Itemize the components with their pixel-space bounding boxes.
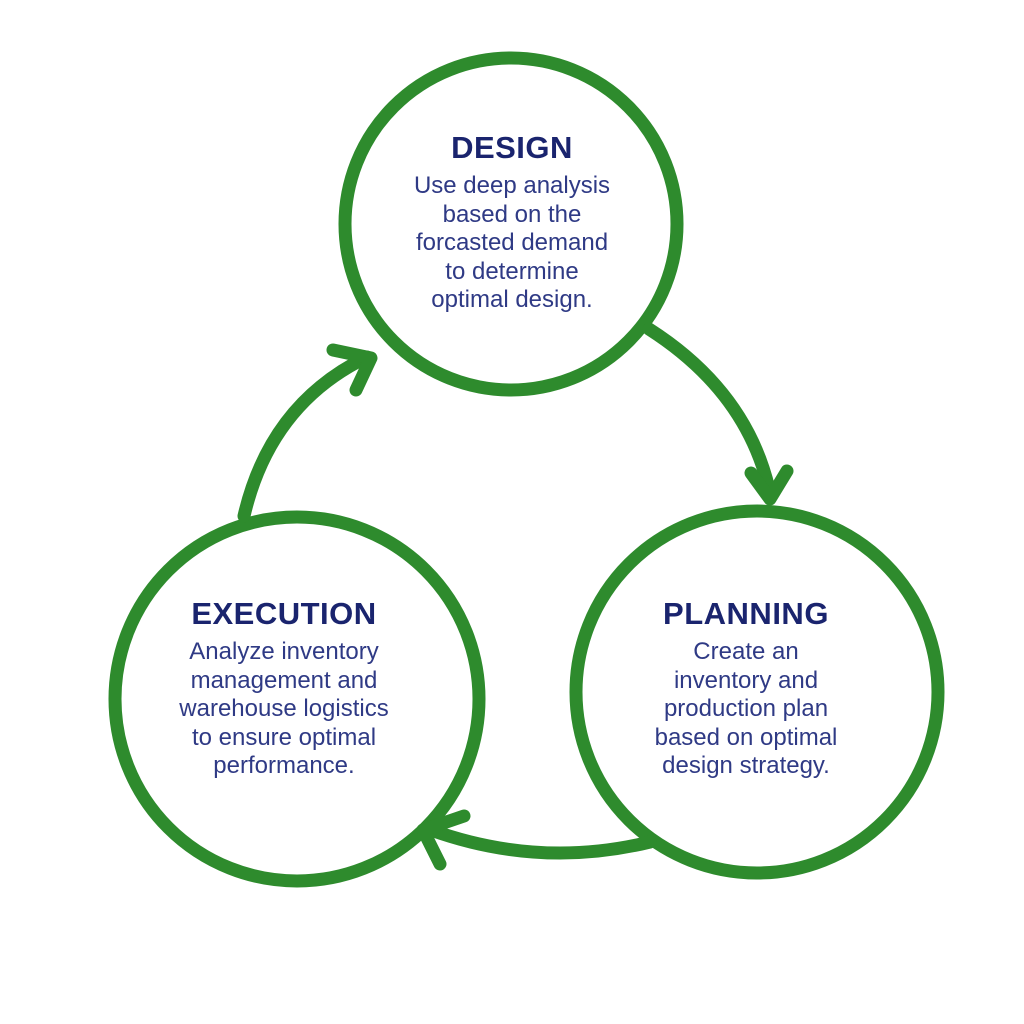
planning-description: Create an inventory and production plan … xyxy=(654,638,838,779)
arrow-execution-to-design-icon xyxy=(237,343,378,523)
arrow-planning-to-execution-icon xyxy=(416,809,657,871)
planning-title: PLANNING xyxy=(663,596,829,631)
design-description: Use deep analysis based on the forcasted… xyxy=(413,172,611,313)
execution-title: EXECUTION xyxy=(191,596,377,631)
design-node-label: DESIGN Use deep analysis based on the fo… xyxy=(347,129,677,315)
arrow-design-to-planning-icon xyxy=(642,322,794,506)
planning-node-label: PLANNING Create an inventory and product… xyxy=(581,595,911,781)
design-circle xyxy=(338,51,684,397)
planning-circle xyxy=(569,504,945,880)
execution-node-label: EXECUTION Analyze inventory management a… xyxy=(119,595,449,781)
execution-circle xyxy=(108,510,486,888)
design-title: DESIGN xyxy=(451,130,573,165)
execution-description: Analyze inventory management and warehou… xyxy=(179,638,389,779)
